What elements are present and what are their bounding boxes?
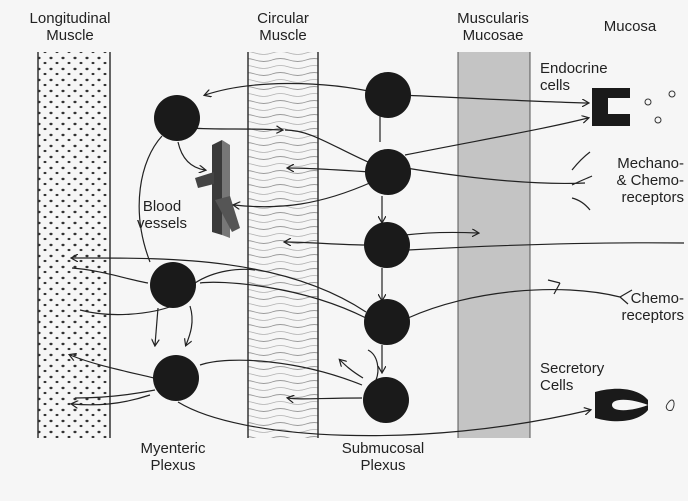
endocrine-cells-label: Endocrine cells [540,60,620,94]
submucosal-neuron-2 [365,149,411,195]
myenteric-neuron-2 [150,262,196,308]
circular-muscle-layer [248,52,318,438]
longitudinal-muscle-label: Longitudinal Muscle [20,10,120,44]
mechano-chemo-receptors-label: Mechano- & Chemo- receptors [586,155,684,206]
blood-vessels-label: Blood vessels [122,198,202,232]
myenteric-neuron-3 [153,355,199,401]
longitudinal-muscle-layer [38,52,110,438]
circular-muscle-label: Circular Muscle [238,10,328,44]
chemo-receptors-label: Chemo- receptors [590,290,684,324]
mucosa-label: Mucosa [590,18,670,35]
secretory-cells-label: Secretory Cells [540,360,630,394]
submucosal-neuron-4 [364,299,410,345]
submucosal-plexus-label: Submucosal Plexus [318,440,448,474]
myenteric-plexus-label: Myenteric Plexus [118,440,228,474]
submucosal-neuron-3 [364,222,410,268]
submucosal-neuron-1 [365,72,411,118]
myenteric-neuron-1 [154,95,200,141]
muscularis-mucosae-label: Muscularis Mucosae [438,10,548,44]
submucosal-neuron-5 [363,377,409,423]
